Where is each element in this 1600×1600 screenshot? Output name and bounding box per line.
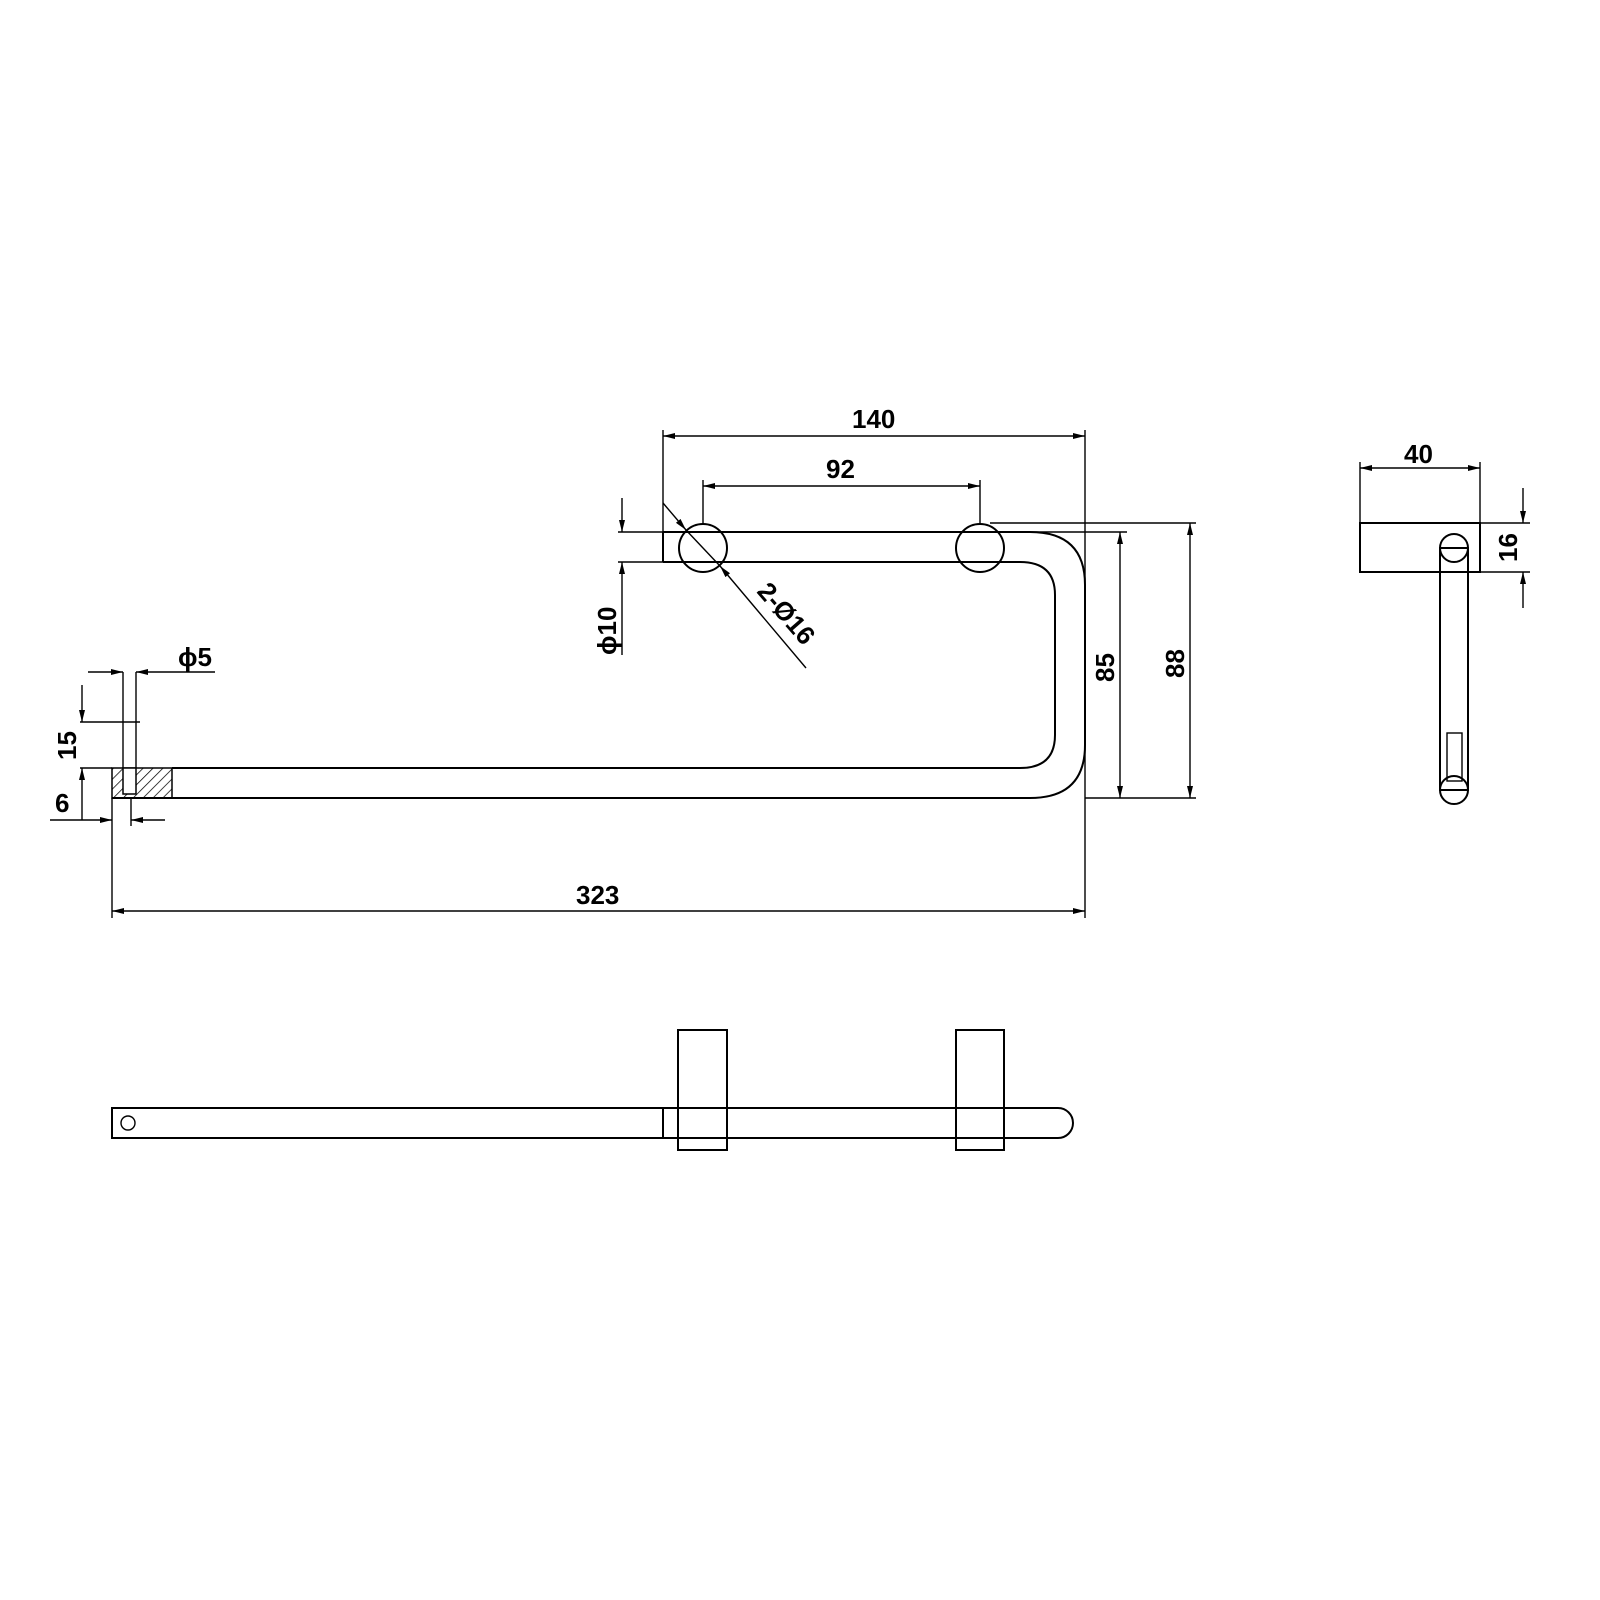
overall-length-dimension-lines <box>111 430 1086 918</box>
dim-side-mount-height: 16 <box>1493 533 1523 562</box>
dim-mount-spacing-outer: 140 <box>852 404 895 434</box>
dim-height-outer: 88 <box>1160 649 1190 678</box>
side-rod-top-cap <box>1439 533 1469 563</box>
height-outer-dimension-lines <box>990 522 1196 799</box>
dim-hole-depth: 15 <box>52 731 82 760</box>
top-view <box>111 1029 1074 1151</box>
dim-mount-spacing: 92 <box>826 454 855 484</box>
hatched-end-section <box>111 767 173 799</box>
hole-dimension-lines <box>50 669 215 826</box>
height-inner-dimension-lines <box>1000 531 1127 799</box>
dim-side-depth: 40 <box>1404 439 1433 469</box>
side-mount-block <box>1359 522 1481 573</box>
rail-outer-outline <box>112 531 1086 799</box>
side-view: 40 16 <box>1359 439 1530 805</box>
dim-rod-diameter: ϕ10 <box>592 607 622 655</box>
mount-spacing-dimension-lines <box>702 480 981 524</box>
dim-height-inner: 85 <box>1090 653 1120 682</box>
top-mount-left <box>677 1029 728 1151</box>
dim-hole-diameter: ϕ5 <box>178 642 212 672</box>
top-screw-hole <box>120 1115 136 1131</box>
side-dimension-lines <box>1359 462 1530 608</box>
dim-hole-offset: 6 <box>55 788 69 818</box>
top-rod <box>111 1107 1074 1139</box>
side-rod-bottom-cap <box>1439 775 1469 805</box>
top-mount-right <box>955 1029 1005 1151</box>
mount-spacing-outer-dimension-lines <box>662 430 1085 532</box>
side-rod <box>1439 547 1469 791</box>
rail-inner-outline <box>172 561 1056 769</box>
dim-mount-diameter: 2-Ø16 <box>751 576 821 650</box>
set-screw-hole <box>122 767 137 795</box>
front-view: ϕ5 15 6 323 140 92 ϕ10 <box>50 404 1196 918</box>
dim-overall-length: 323 <box>576 880 619 910</box>
rod-diameter-dimension-lines <box>618 498 663 655</box>
mount-diameter-leader <box>662 502 807 669</box>
side-slot <box>1446 732 1463 782</box>
